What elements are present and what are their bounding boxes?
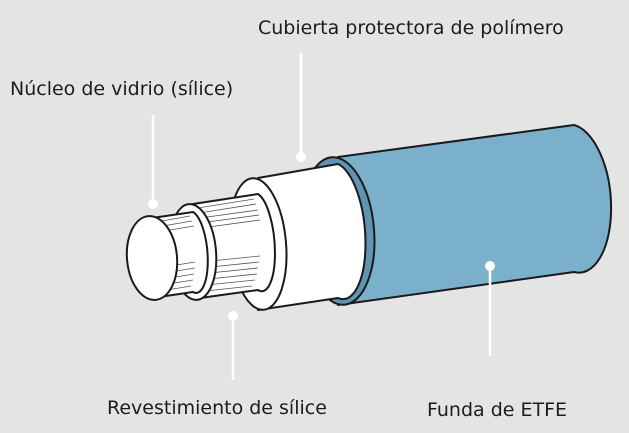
leader-lines — [148, 53, 495, 380]
label-glass-core: Núcleo de vidrio (sílice) — [10, 78, 234, 100]
label-silica-cladding: Revestimiento de sílice — [107, 397, 327, 419]
label-polymer-coating: Cubierta protectora de polímero — [258, 17, 564, 39]
funda-pointer-dot — [485, 261, 495, 271]
cubierta-pointer-dot — [296, 152, 306, 162]
revestimiento-pointer-dot — [228, 311, 238, 321]
nucleo-pointer-dot — [148, 199, 158, 209]
label-etfe-jacket: Funda de ETFE — [427, 399, 568, 421]
glass-core — [125, 211, 209, 301]
